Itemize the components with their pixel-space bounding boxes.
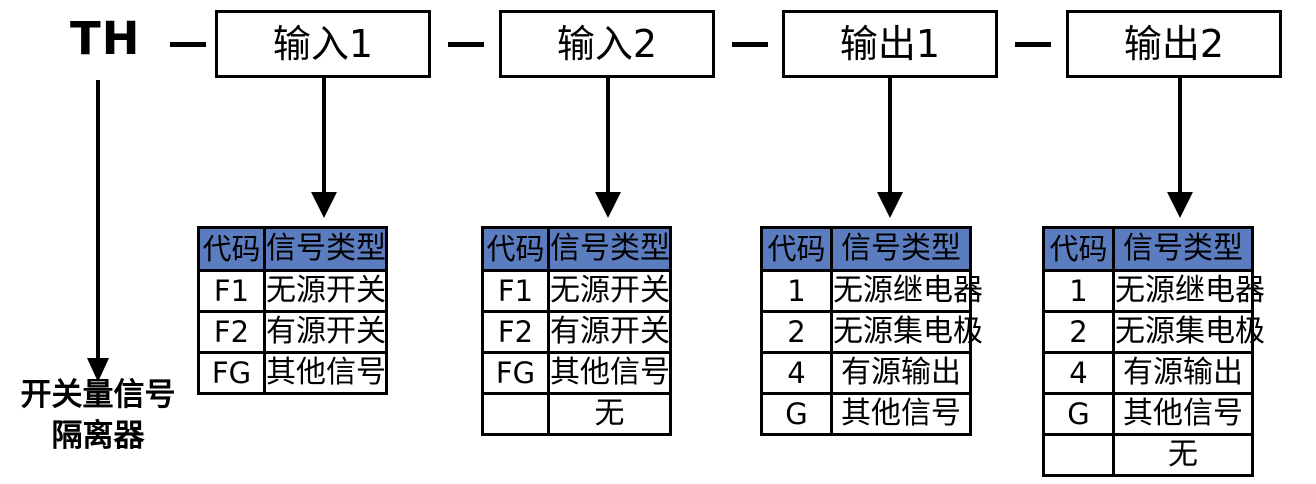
cell-code: 2 xyxy=(760,310,833,354)
column-header-signal-type: 信号类型 xyxy=(263,226,388,272)
cell-signal-type: 无源开关 xyxy=(263,269,388,313)
table-row: 4 有源输出 xyxy=(1042,351,1254,395)
caption-line-2: 隔离器 xyxy=(51,417,145,454)
table-header-row: 代码 信号类型 xyxy=(1042,226,1254,272)
cell-code: G xyxy=(760,392,833,436)
connector-arrowhead-output2 xyxy=(1167,192,1193,218)
cell-code: FG xyxy=(481,351,550,395)
connector-line-output2 xyxy=(1178,78,1182,196)
segment-box-input1[interactable]: 输入1 xyxy=(215,10,431,78)
cell-signal-type: 无源开关 xyxy=(547,269,672,313)
separator-dash-2 xyxy=(448,42,484,47)
column-header-code: 代码 xyxy=(197,226,266,272)
model-root-code: TH xyxy=(70,12,141,65)
segment-box-output2[interactable]: 输出2 xyxy=(1066,10,1282,78)
input1-legend-table: 代码 信号类型 F1 无源开关 F2 有源开关 FG 其他信号 xyxy=(197,226,388,395)
column-header-code: 代码 xyxy=(1042,226,1115,272)
cell-code: FG xyxy=(197,351,266,395)
segment-box-output1[interactable]: 输出1 xyxy=(782,10,998,78)
separator-dash-1 xyxy=(170,42,206,47)
separator-dash-3 xyxy=(732,42,768,47)
cell-signal-type: 有源开关 xyxy=(263,310,388,354)
cell-code: 2 xyxy=(1042,310,1115,354)
column-header-signal-type: 信号类型 xyxy=(547,226,672,272)
segment-label-input1: 输入1 xyxy=(272,22,374,66)
caption-line-1: 开关量信号 xyxy=(20,377,176,413)
column-header-signal-type: 信号类型 xyxy=(1112,226,1254,272)
input2-legend-table: 代码 信号类型 F1 无源开关 F2 有源开关 FG 其他信号 无 xyxy=(481,226,672,436)
column-header-signal-type: 信号类型 xyxy=(830,226,972,272)
cell-signal-type: 有源输出 xyxy=(830,351,972,395)
table-row: F2 有源开关 xyxy=(197,310,388,354)
output2-legend-table: 代码 信号类型 1 无源继电器 2 无源集电极 4 有源输出 G 其他信号 xyxy=(1042,226,1265,477)
cell-signal-type: 无源集电极 xyxy=(1112,310,1265,354)
table-row: G 其他信号 xyxy=(760,392,972,436)
cell-code: 1 xyxy=(760,269,833,313)
connector-arrowhead-input1 xyxy=(311,192,337,218)
cell-code: 4 xyxy=(760,351,833,395)
table-row: G 其他信号 xyxy=(1042,392,1254,436)
cell-signal-type: 其他信号 xyxy=(547,351,672,395)
table-row: F2 有源开关 xyxy=(481,310,672,354)
table-header-row: 代码 信号类型 xyxy=(197,226,388,272)
cell-code xyxy=(481,392,550,436)
cell-code: G xyxy=(1042,392,1115,436)
connector-line-input2 xyxy=(606,78,610,196)
table-row: F1 无源开关 xyxy=(481,269,672,313)
table-row: 1 无源继电器 xyxy=(760,269,983,313)
cell-code: F1 xyxy=(481,269,550,313)
table-row: 2 无源集电极 xyxy=(760,310,983,354)
segment-label-output2: 输出2 xyxy=(1123,22,1225,66)
separator-dash-4 xyxy=(1015,42,1051,47)
cell-signal-type: 无 xyxy=(1112,433,1254,477)
cell-signal-type: 有源输出 xyxy=(1112,351,1254,395)
table-header-row: 代码 信号类型 xyxy=(760,226,972,272)
cell-signal-type: 无 xyxy=(547,392,672,436)
cell-code: F2 xyxy=(197,310,266,354)
table-row: 1 无源继电器 xyxy=(1042,269,1265,313)
cell-code: 1 xyxy=(1042,269,1115,313)
connector-arrowhead-root xyxy=(87,358,109,382)
segment-box-input2[interactable]: 输入2 xyxy=(499,10,715,78)
cell-signal-type: 其他信号 xyxy=(1112,392,1254,436)
connector-line-root xyxy=(96,80,100,362)
product-name-caption: 开关量信号 隔离器 xyxy=(0,375,196,457)
segment-label-input2: 输入2 xyxy=(556,22,658,66)
cell-code xyxy=(1042,433,1115,477)
table-row: F1 无源开关 xyxy=(197,269,388,313)
table-header-row: 代码 信号类型 xyxy=(481,226,672,272)
cell-code: F2 xyxy=(481,310,550,354)
connector-line-input1 xyxy=(322,78,326,196)
cell-signal-type: 有源开关 xyxy=(547,310,672,354)
output1-legend-table: 代码 信号类型 1 无源继电器 2 无源集电极 4 有源输出 G 其他信号 xyxy=(760,226,983,436)
segment-label-output1: 输出1 xyxy=(839,22,941,66)
cell-signal-type: 其他信号 xyxy=(830,392,972,436)
connector-arrowhead-input2 xyxy=(595,192,621,218)
cell-signal-type: 无源继电器 xyxy=(830,269,983,313)
table-row: 2 无源集电极 xyxy=(1042,310,1265,354)
cell-code: F1 xyxy=(197,269,266,313)
connector-arrowhead-output1 xyxy=(877,192,903,218)
table-row: 4 有源输出 xyxy=(760,351,972,395)
table-row: 无 xyxy=(1042,433,1254,477)
connector-line-output1 xyxy=(888,78,892,196)
cell-signal-type: 无源继电器 xyxy=(1112,269,1265,313)
cell-signal-type: 无源集电极 xyxy=(830,310,983,354)
cell-code: 4 xyxy=(1042,351,1115,395)
column-header-code: 代码 xyxy=(481,226,550,272)
table-row: 无 xyxy=(481,392,672,436)
table-row: FG 其他信号 xyxy=(481,351,672,395)
cell-signal-type: 其他信号 xyxy=(263,351,388,395)
column-header-code: 代码 xyxy=(760,226,833,272)
table-row: FG 其他信号 xyxy=(197,351,388,395)
